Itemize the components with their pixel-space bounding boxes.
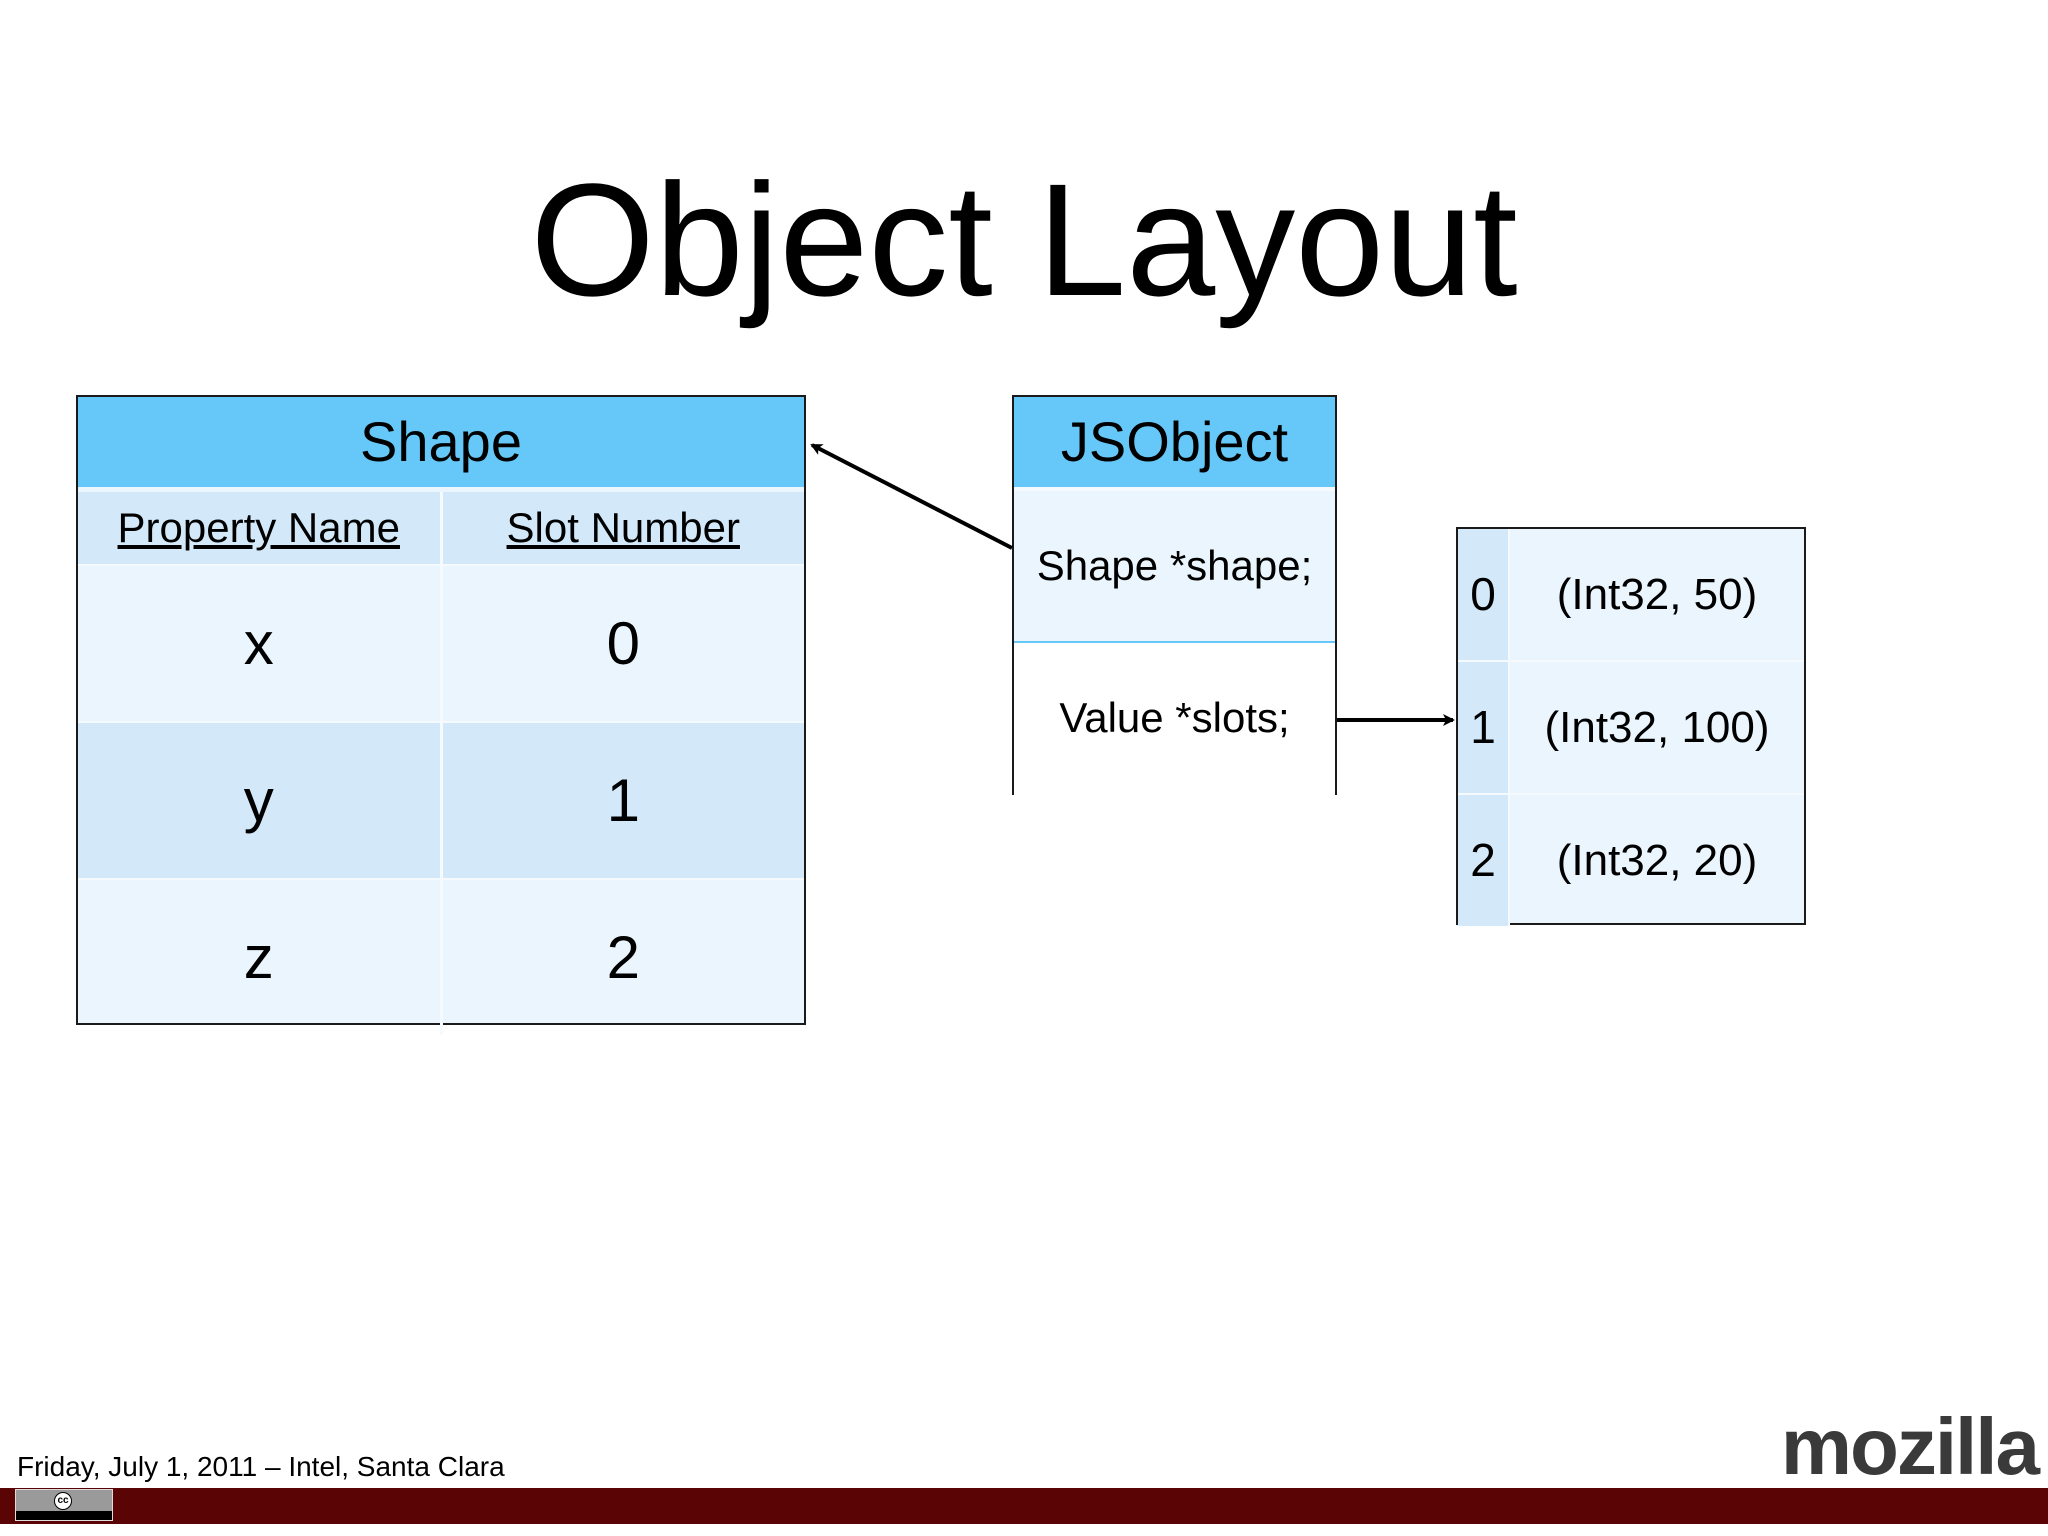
cc-strip: [16, 1511, 112, 1520]
slot-index: 0: [1458, 529, 1510, 660]
slot-value: (Int32, 20): [1556, 836, 1758, 885]
creative-commons-icon: cc: [15, 1489, 113, 1521]
slot-value: (Int32, 50): [1556, 570, 1758, 619]
table-row: z 2: [78, 878, 804, 1035]
shape-table-title: Shape: [78, 397, 804, 487]
jsobject-slots-field: Value *slots;: [1014, 643, 1335, 795]
slot-row: 0 (Int32, 50): [1458, 529, 1804, 662]
property-name-cell: y: [78, 723, 443, 878]
cc-circle-icon: cc: [54, 1492, 72, 1510]
slot-row: 2 (Int32, 20): [1458, 795, 1804, 926]
slot-number-cell: 2: [606, 924, 640, 991]
table-row: x 0: [78, 564, 804, 721]
slot-number-cell: 0: [606, 610, 640, 677]
slot-index: 1: [1458, 662, 1510, 793]
jsobject-title: JSObject: [1014, 397, 1335, 487]
mozilla-logo: mozilla: [1780, 1402, 2040, 1491]
slot-row: 1 (Int32, 100): [1458, 662, 1804, 795]
slot-number-cell: 1: [606, 767, 640, 834]
property-name-cell: z: [78, 880, 443, 1035]
slide-title: Object Layout: [530, 150, 1518, 329]
footer-date-location: Friday, July 1, 2011 – Intel, Santa Clar…: [17, 1451, 505, 1482]
jsobject-shape-field: Shape *shape;: [1014, 487, 1335, 643]
table-row: y 1: [78, 721, 804, 878]
shape-table-column-headers: Property Name Slot Number: [78, 492, 804, 564]
shape-table: Shape Property Name Slot Number x 0 y 1 …: [76, 395, 806, 1035]
column-header-slot-number: Slot Number: [506, 504, 740, 551]
slot-index: 2: [1458, 795, 1510, 926]
property-name-cell: x: [78, 566, 443, 721]
footer-bar: [0, 1488, 2048, 1524]
slots-array: 0 (Int32, 50) 1 (Int32, 100) 2 (Int32, 2…: [1456, 527, 1806, 926]
shape-pointer-arrow: [810, 443, 1013, 550]
jsobject-box: JSObject Shape *shape; Value *slots;: [1012, 395, 1337, 795]
column-header-property-name: Property Name: [78, 492, 443, 564]
slot-value: (Int32, 100): [1544, 703, 1770, 752]
